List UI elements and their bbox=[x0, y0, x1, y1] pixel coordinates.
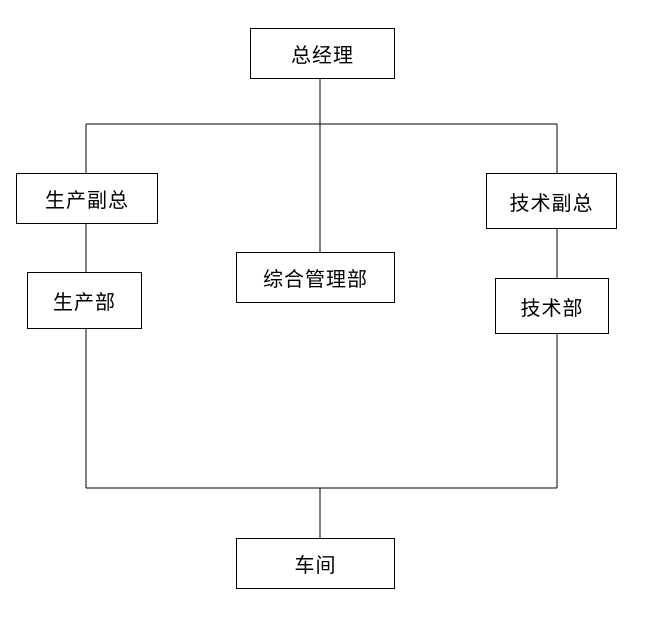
node-general-manager: 总经理 bbox=[250, 28, 395, 79]
node-workshop: 车间 bbox=[236, 538, 395, 589]
node-admin-dept: 综合管理部 bbox=[236, 252, 395, 303]
node-technical-vp-label: 技术副总 bbox=[509, 190, 594, 215]
node-production-vp: 生产副总 bbox=[16, 173, 158, 224]
node-technical-vp: 技术副总 bbox=[486, 173, 617, 229]
node-admin-dept-label: 综合管理部 bbox=[263, 267, 368, 291]
node-production-dept-label: 生产部 bbox=[53, 290, 116, 314]
node-general-manager-label: 总经理 bbox=[291, 43, 354, 67]
node-technical-dept-label: 技术部 bbox=[520, 295, 584, 320]
node-production-dept: 生产部 bbox=[27, 272, 142, 329]
node-technical-dept: 技术部 bbox=[495, 278, 609, 334]
node-workshop-label: 车间 bbox=[294, 553, 337, 577]
node-production-vp-label: 生产副总 bbox=[45, 188, 129, 212]
